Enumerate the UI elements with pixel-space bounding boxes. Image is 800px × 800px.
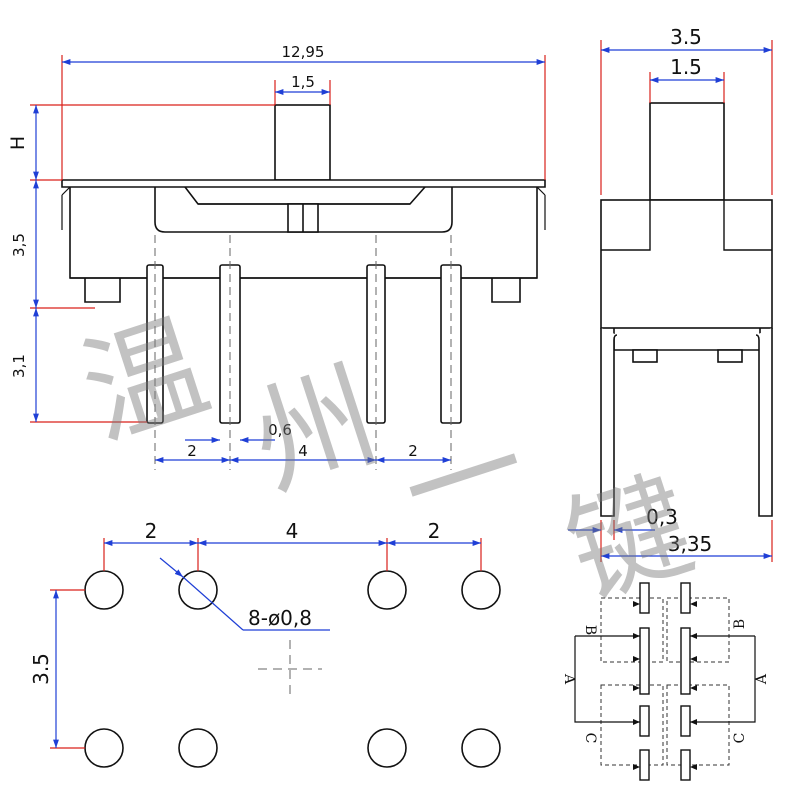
side-actuator — [649, 102, 725, 201]
front-pin-width-label: 0,6 — [268, 421, 292, 439]
schematic-wires — [574, 635, 756, 723]
side-extension-lines — [600, 40, 773, 562]
schematic-boxes — [600, 597, 730, 766]
pcb-hole — [178, 728, 218, 768]
footprint-hole-callout: 8-ø0,8 — [248, 606, 312, 630]
schematic-label-c-right: C — [732, 733, 748, 744]
front-actuator-height-label: H — [7, 136, 29, 150]
front-view — [61, 104, 546, 424]
footprint-center-mark — [258, 640, 322, 698]
front-extension-lines — [30, 55, 546, 423]
front-body-height-label: 3,5 — [10, 233, 28, 257]
side-body — [600, 199, 773, 329]
front-body-top — [61, 179, 546, 188]
schematic-label-b-right: B — [732, 619, 748, 629]
footprint-pitch-center-label: 4 — [286, 519, 299, 543]
side-actuator-width-label: 1.5 — [670, 55, 702, 79]
footprint-pitch-right-label: 2 — [428, 519, 441, 543]
footprint-row-spacing-label: 3.5 — [29, 653, 53, 685]
front-right-tab — [491, 278, 521, 303]
front-centerlines — [154, 235, 452, 470]
footprint-dimension-lines — [53, 540, 481, 748]
front-dimension-lines — [33, 59, 545, 463]
footprint-pitch-left-label: 2 — [145, 519, 158, 543]
footprint-extension-lines — [50, 538, 482, 749]
front-pitch-center-label: 4 — [298, 442, 308, 460]
front-pin-length-label: 3,1 — [10, 354, 28, 378]
front-left-tab — [84, 278, 121, 303]
front-actuator-width-label: 1,5 — [291, 73, 315, 91]
schematic-label-c-left: C — [582, 733, 598, 744]
pcb-hole — [84, 570, 124, 610]
footprint — [84, 570, 501, 768]
pcb-hole — [461, 728, 501, 768]
watermark-char-3: 一 — [387, 396, 544, 565]
schematic-label-a-right: A — [754, 673, 770, 685]
pcb-hole — [367, 570, 407, 610]
pcb-hole — [367, 728, 407, 768]
side-view — [600, 102, 773, 517]
side-dimension-lines — [568, 47, 772, 559]
side-pin-span-label: 3,35 — [668, 532, 713, 556]
schematic-label-b-left: B — [582, 625, 598, 635]
front-pitch-left-label: 2 — [187, 442, 197, 460]
schematic-arrows — [633, 601, 697, 770]
schematic-contacts — [639, 582, 691, 781]
side-overall-width-label: 3.5 — [670, 25, 702, 49]
side-pin-thickness-label: 0,3 — [646, 505, 678, 529]
front-actuator — [274, 104, 331, 181]
front-overall-width-label: 12,95 — [282, 43, 325, 61]
pcb-hole — [84, 728, 124, 768]
side-lower-housing — [613, 328, 761, 351]
pcb-hole — [461, 570, 501, 610]
side-pin-right — [755, 328, 773, 517]
front-pitch-right-label: 2 — [408, 442, 418, 460]
schematic-label-a-left: A — [561, 673, 577, 685]
side-pin-left — [600, 328, 618, 517]
switch-schematic: B A C B A C — [561, 582, 770, 781]
